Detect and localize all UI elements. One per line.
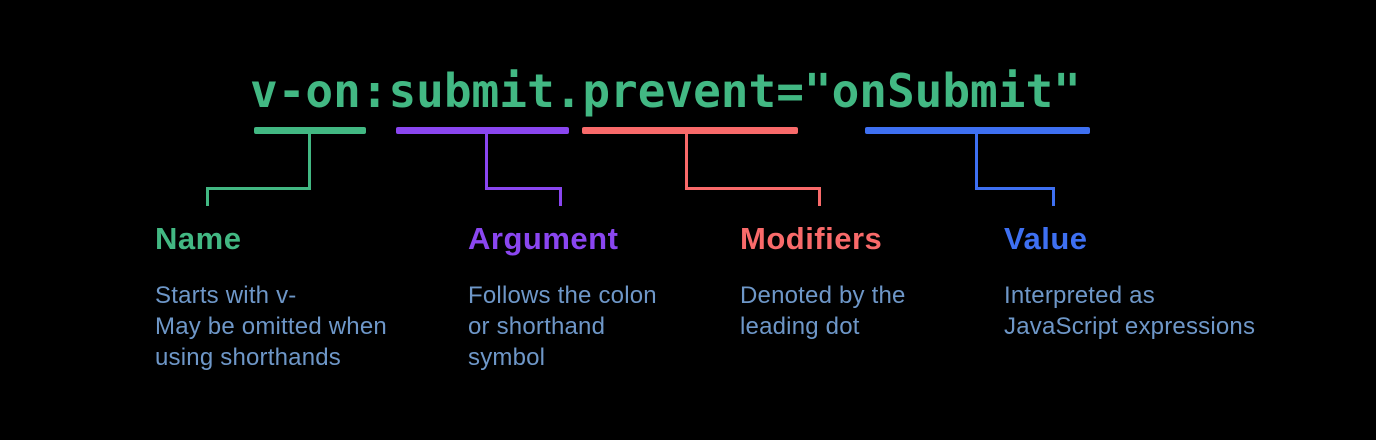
modifiers-description-line: Denoted by the <box>740 282 906 309</box>
value-label: Value <box>1004 221 1088 256</box>
name-underline <box>254 127 366 134</box>
value-underline <box>865 127 1090 134</box>
name-connector-elbow <box>206 187 311 190</box>
modifiers-description: Denoted by the leading dot <box>740 280 906 342</box>
argument-connector-elbow <box>485 187 562 190</box>
modifiers-description-line: leading dot <box>740 313 860 340</box>
modifiers-label: Modifiers <box>740 221 883 256</box>
argument-connector-stem <box>485 134 488 190</box>
modifiers-connector-stem <box>685 134 688 190</box>
modifiers-connector-elbow <box>685 187 821 190</box>
argument-description-line: symbol <box>468 344 546 371</box>
argument-connector-drop <box>559 187 562 206</box>
name-description-line: Starts with v- <box>155 282 297 309</box>
value-description-line: JavaScript expressions <box>1004 313 1256 340</box>
name-connector-drop <box>206 187 209 206</box>
argument-description-line: Follows the colon <box>468 282 657 309</box>
name-description: Starts with v- May be omitted when using… <box>155 280 387 373</box>
argument-label: Argument <box>468 221 619 256</box>
argument-description-line: or shorthand <box>468 313 606 340</box>
value-connector-stem <box>975 134 978 190</box>
modifiers-underline <box>582 127 798 134</box>
argument-underline <box>396 127 569 134</box>
name-description-line: May be omitted when <box>155 313 387 340</box>
modifiers-connector-drop <box>818 187 821 206</box>
argument-description: Follows the colon or shorthand symbol <box>468 280 657 373</box>
name-connector-stem <box>308 134 311 190</box>
code-snippet: v-on:submit.prevent="onSubmit" <box>250 64 1081 118</box>
name-label: Name <box>155 221 242 256</box>
value-connector-elbow <box>975 187 1055 190</box>
value-connector-drop <box>1052 187 1055 206</box>
value-description: Interpreted as JavaScript expressions <box>1004 280 1255 342</box>
value-description-line: Interpreted as <box>1004 282 1155 309</box>
name-description-line: using shorthands <box>155 344 341 371</box>
